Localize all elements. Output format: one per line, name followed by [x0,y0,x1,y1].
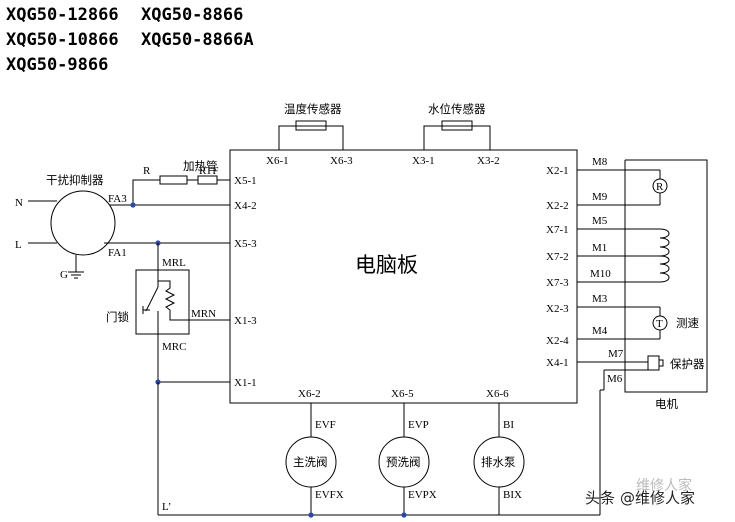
pin-x2-3: X2-3 [546,303,569,315]
pump-label: 排水泵 [481,455,516,469]
pin-x2-2: X2-2 [546,200,569,212]
pre-valve-evpx: EVPX [408,489,437,501]
door-lock-mrn: MRN [191,308,216,320]
wire-m9: M9 [592,191,608,203]
door-lock-mrc: MRC [162,341,186,353]
pin-x6-2: X6-2 [298,388,321,400]
pin-x2-1: X2-1 [546,165,569,177]
terminal-fa3: FA3 [108,193,127,205]
door-lock-mrl: MRL [162,257,186,269]
filter-circle [50,190,116,256]
thermal-r-mark: R [656,181,664,193]
wire-m3: M3 [592,293,608,305]
water-level-sensor: 水位传感器 X3-1 X3-2 [412,102,500,167]
temp-sensor-resistor-icon [295,120,327,131]
motor-protector: M7 保护器 M6 [577,348,705,515]
tacho-t-mark: T [656,318,663,330]
model-list: XQG50-12866 XQG50-8866 XQG50-10866 XQG50… [6,5,254,75]
watermark-prefix: 头条 [585,489,615,507]
speed-sensor: M3 T M4 测速 [577,293,699,340]
pin-x5-3: X5-3 [234,238,257,250]
temp-sensor-label: 温度传感器 [284,102,342,116]
pin-x4-1: X4-1 [546,357,569,369]
pin-x5-1: X5-1 [234,175,257,187]
winding-coil-icon [659,228,670,283]
main-valve-label: 主洗阀 [293,455,328,469]
pump-bi: BI [503,419,514,431]
temperature-sensor: 温度传感器 X6-1 X6-3 [266,102,353,167]
terminal-n: N [15,197,23,209]
door-lock-box [135,269,190,335]
motor-box [624,159,708,393]
pin-x3-2: X3-2 [477,155,500,167]
drain-pump: X6-6 BI 排水泵 BIX [473,388,525,515]
terminal-g: G [60,269,68,281]
water-sensor-label: 水位传感器 [428,102,486,116]
pin-x6-5: X6-5 [391,388,414,400]
right-pins: X2-1 X2-2 X7-1 X7-2 X7-3 X2-3 X2-4 X4-1 [546,165,569,369]
pre-valve-label: 预洗阀 [386,455,421,469]
door-lock-switch-icon [145,286,159,312]
pin-x6-3: X6-3 [330,155,353,167]
junction-dot [308,512,314,518]
prewash-valve: X6-5 EVP 预洗阀 EVPX [378,388,437,518]
model-5: XQG50-9866 [6,55,108,75]
water-sensor-resistor-icon [441,120,473,131]
wire-m6: M6 [607,373,623,385]
model-3: XQG50-10866 [6,30,119,50]
heater-fuse-icon [197,175,218,185]
pin-x3-1: X3-1 [412,155,435,167]
model-2: XQG50-8866 [141,5,243,25]
wire-m4: M4 [592,325,608,337]
motor-thermal: M8 R M9 [577,156,668,206]
door-lock: MRL MRN MRC 门锁 X1-3 [106,243,257,382]
model-4: XQG50-8866A [141,30,254,50]
pin-x1-3: X1-3 [234,315,257,327]
junction-dot [130,202,136,208]
wire-m7: M7 [608,348,624,360]
main-valve-evf: EVF [315,419,336,431]
pin-x1-1: X1-1 [234,377,257,389]
heater-r-label: R [143,165,151,177]
interference-filter: 干扰抑制器 N L FA3 FA1 G [15,173,127,281]
door-lock-heater-icon [158,280,189,321]
main-wash-valve: X6-2 EVF 主洗阀 EVFX [285,388,344,518]
heater-element-icon [159,175,188,185]
pin-x7-3: X7-3 [546,277,569,289]
pin-x7-1: X7-1 [546,224,569,236]
junction-dot [401,512,407,518]
wire-m8: M8 [592,156,608,168]
board-label: 电脑板 [355,253,418,277]
pin-x6-6: X6-6 [486,388,509,400]
main-valve-evfx: EVFX [315,489,344,501]
pin-x7-2: X7-2 [546,251,569,263]
heater-branch: 加热管 R RTF X5-1 [132,159,257,205]
model-1: XQG50-12866 [6,5,119,25]
l-prime-label: L’ [162,501,171,513]
watermark-handle: @维修人家 [620,489,695,507]
pin-x6-1: X6-1 [266,155,289,167]
pre-valve-evp: EVP [408,419,429,431]
protector-icon [647,355,660,371]
terminal-fa1: FA1 [108,247,127,259]
filter-label: 干扰抑制器 [46,173,104,187]
watermark-ghost: 维修人家 [636,477,692,494]
motor-label: 电机 [655,397,678,411]
wire-m1: M1 [592,242,607,254]
heater-label: 加热管 [183,159,218,173]
motor-winding: M5 M1 M10 [577,215,670,283]
door-lock-label: 门锁 [106,310,129,324]
heater-rtf-label: RTF [199,165,219,177]
protector-label: 保护器 [670,357,705,371]
pin-x4-2: X4-2 [234,200,257,212]
wire-m5: M5 [592,215,608,227]
wire-m10: M10 [590,268,611,280]
speed-label: 测速 [676,316,699,330]
terminal-l: L [15,239,22,251]
pin-x2-4: X2-4 [546,335,569,347]
pump-bix: BIX [503,489,522,501]
